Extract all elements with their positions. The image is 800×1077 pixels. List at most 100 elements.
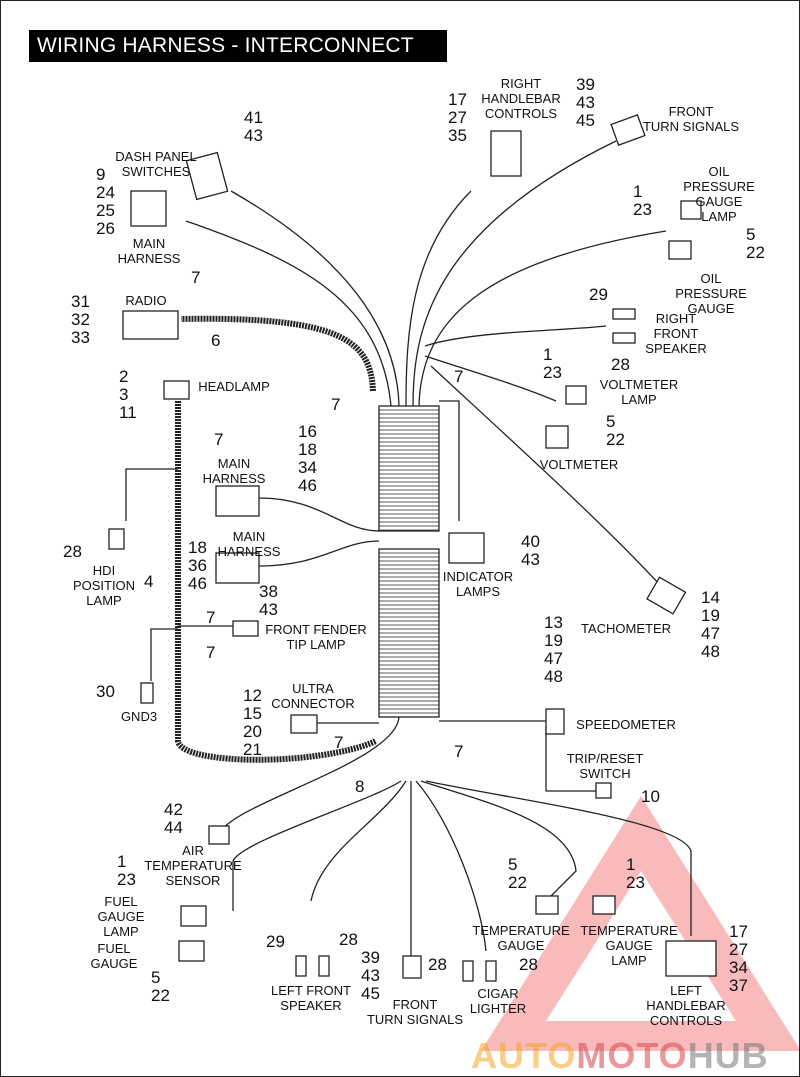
wire-right-speaker [424,325,607,347]
callout: 13 19 47 48 [544,613,563,686]
label-oil-gauge: OIL PRESSURE GAUGE [675,271,747,316]
callout: 16 18 34 46 [298,422,317,495]
callout: 7 [454,367,464,386]
wire-fuel [232,780,402,911]
callout: 1 23 [117,852,136,889]
callout: 7 [214,430,224,449]
label-main-harness: MAIN HARNESS [117,236,181,266]
label-front-turn-signals-bottom: FRONT TURN SIGNALS [366,997,464,1027]
label-indicator-lamps: INDICATOR LAMPS [442,569,514,599]
callout: 31 32 33 [71,292,90,347]
callout: 1 23 [626,855,645,892]
label-trip-switch: TRIP/RESET SWITCH [566,751,644,781]
label-air-temp: AIR TEMPERATURE SENSOR [144,843,242,888]
callout: 38 [259,582,278,601]
watermark-part: HUB [687,1035,769,1076]
wire-dash [230,190,400,407]
wire-voltmeter [424,355,557,402]
label-voltmeter-lamp: VOLTMETER LAMP [599,377,679,407]
wire-trip [545,726,596,792]
callout: 30 [96,682,115,701]
callout: 4 [144,572,154,591]
wire-air [220,716,400,832]
wire-main-harness [185,220,392,407]
label-voltmeter: VOLTMETER [539,457,619,472]
label-radio: RADIO [125,293,167,308]
callout: 7 [331,395,341,414]
label-fuel-lamp: FUEL GAUGE LAMP [97,894,145,939]
callout: 5 22 [746,225,765,262]
callout: 42 44 [164,800,183,837]
label-main-harness-2: MAIN HARNESS [202,456,266,486]
label-speedometer: SPEEDOMETER [576,717,676,732]
label-tachometer: TACHOMETER [580,621,672,636]
label-oil-lamp: OIL PRESSURE GAUGE LAMP [683,164,755,224]
watermark-part: MOTO [576,1035,688,1076]
label-hdi-lamp: HDI POSITION LAMP [72,563,136,608]
callout: 7 [206,643,216,662]
callout: 1 23 [543,345,562,382]
wire-left-trunk [175,401,378,763]
label-left-speaker: LEFT FRONT SPEAKER [271,983,351,1013]
wire-hdi [125,468,178,521]
page-title: WIRING HARNESS - INTERCONNECT [29,30,447,62]
wire-gnd [150,628,178,681]
wire-front-turn-top [412,140,617,407]
wire-left-handlebar [425,780,692,936]
label-ultra-connector: ULTRA CONNECTOR [271,681,355,711]
label-gnd3: GND3 [120,709,158,724]
label-cigar-lighter: CIGAR LIGHTER [469,986,527,1016]
callout: 14 19 47 48 [701,588,720,661]
callout: 17 27 34 37 [729,922,748,995]
callout: 28 [63,542,82,561]
wire-main3 [258,540,380,567]
watermark-part: AUTO [471,1035,577,1076]
wire-cigar [415,780,487,952]
callout: 28 [428,955,447,974]
label-dash-panel: DASH PANEL SWITCHES [115,149,197,179]
wire-temp [420,780,577,902]
label-left-handlebar: LEFT HANDLEBAR CONTROLS [646,983,726,1028]
callout: 18 36 46 [188,538,207,593]
wire-radio [180,315,376,392]
callout: 29 [589,285,608,304]
label-main-harness-3: MAIN HARNESS [217,529,281,559]
callout: 2 3 11 [119,367,137,422]
watermark-logo: AUTOMOTOHUB [471,1037,769,1075]
main-loom [378,405,440,718]
callout: 17 27 35 [448,90,467,145]
wire-oil [418,230,667,407]
connectors [108,114,717,982]
callout: 7 [206,608,216,627]
callout: 28 [611,355,630,374]
label-headlamp: HEADLAMP [198,379,270,394]
callout: 10 [641,787,660,806]
callout: 7 [334,733,344,752]
callout: 5 22 [151,968,170,1005]
callout: 5 22 [508,855,527,892]
label-front-turn-signals-top: FRONT TURN SIGNALS [642,104,740,134]
label-temp-lamp: TEMPERATURE GAUGE LAMP [580,923,678,968]
callout: 29 [266,932,285,951]
callout: 9 24 25 26 [96,165,115,238]
wire-main2 [258,497,380,532]
label-fender-lamp: FRONT FENDER TIP LAMP [265,622,367,652]
label-temp-gauge: TEMPERATURE GAUGE [472,923,570,953]
callout: 5 22 [606,412,625,449]
callout: 7 [454,742,464,761]
label-fuel-gauge: FUEL GAUGE [90,941,138,971]
callout: 28 [519,955,538,974]
callout: 1 23 [633,182,652,219]
wire-indicator [439,400,460,521]
wire-left-speaker [310,780,407,902]
watermark-triangle [481,796,799,1051]
callout: 39 43 45 [576,75,595,130]
callout: 43 [259,600,278,619]
callout: 40 43 [521,532,540,569]
label-right-speaker: RIGHT FRONT SPEAKER [645,311,707,356]
callout: 12 15 20 21 [243,686,262,759]
wire-right-handlebar [405,190,472,407]
wire-tachometer [430,365,662,587]
